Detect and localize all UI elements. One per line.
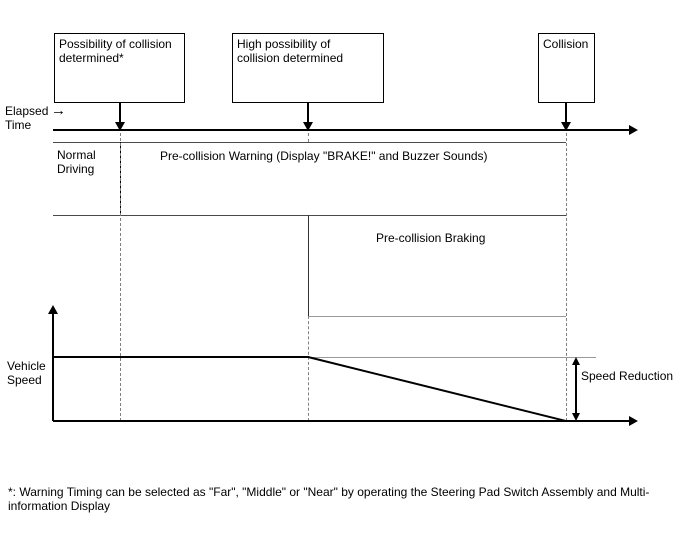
speed-graph-time-axis bbox=[53, 420, 630, 422]
right-arrowhead-icon bbox=[629, 416, 638, 426]
down-arrowhead-icon bbox=[561, 122, 571, 131]
down-arrow-icon bbox=[307, 103, 309, 123]
warning-band-bottom-line bbox=[53, 215, 566, 216]
speed-reduction-label: Speed Reduction bbox=[581, 369, 674, 383]
braking-band-left-line bbox=[308, 215, 309, 316]
elapsed-time-label: Elapsed Time bbox=[5, 104, 49, 132]
event-box-collision: Collision bbox=[538, 33, 595, 103]
down-arrowhead-icon bbox=[572, 413, 580, 421]
vehicle-speed-axis bbox=[52, 312, 54, 421]
vehicle-speed-label: Vehicle Speed bbox=[7, 359, 46, 387]
up-arrowhead-icon bbox=[48, 305, 58, 314]
speed-constant-line bbox=[53, 356, 309, 358]
up-arrowhead-icon bbox=[572, 357, 580, 365]
braking-band-bottom-line bbox=[308, 316, 566, 317]
dashed-line-event2-upper bbox=[308, 133, 309, 142]
normal-driving-label: Normal Driving bbox=[57, 148, 96, 176]
speed-reference-line bbox=[308, 357, 596, 358]
event-box-high-possibility: High possibility of collision determined bbox=[232, 33, 384, 103]
footnote: *: Warning Timing can be selected as "Fa… bbox=[8, 485, 650, 513]
right-arrow-icon: → bbox=[51, 102, 66, 119]
down-arrowhead-icon bbox=[115, 122, 125, 131]
dashed-line-event1 bbox=[120, 133, 121, 421]
pre-collision-warning-label: Pre-collision Warning (Display "BRAKE!" … bbox=[160, 149, 488, 163]
down-arrow-icon bbox=[565, 103, 567, 123]
warning-band-top-line bbox=[53, 142, 566, 143]
pre-collision-braking-label: Pre-collision Braking bbox=[376, 231, 486, 245]
event-box-possibility-of-collision: Possibility of collision determined* bbox=[54, 33, 185, 103]
down-arrowhead-icon bbox=[303, 122, 313, 131]
right-arrowhead-icon bbox=[629, 125, 638, 135]
dashed-line-collision bbox=[566, 133, 567, 421]
dashed-line-event2-lower bbox=[308, 316, 309, 421]
down-arrow-icon bbox=[119, 103, 121, 123]
speed-reduction-arrow bbox=[575, 362, 577, 415]
elapsed-time-axis bbox=[53, 129, 630, 131]
speed-decline-line bbox=[307, 356, 567, 423]
